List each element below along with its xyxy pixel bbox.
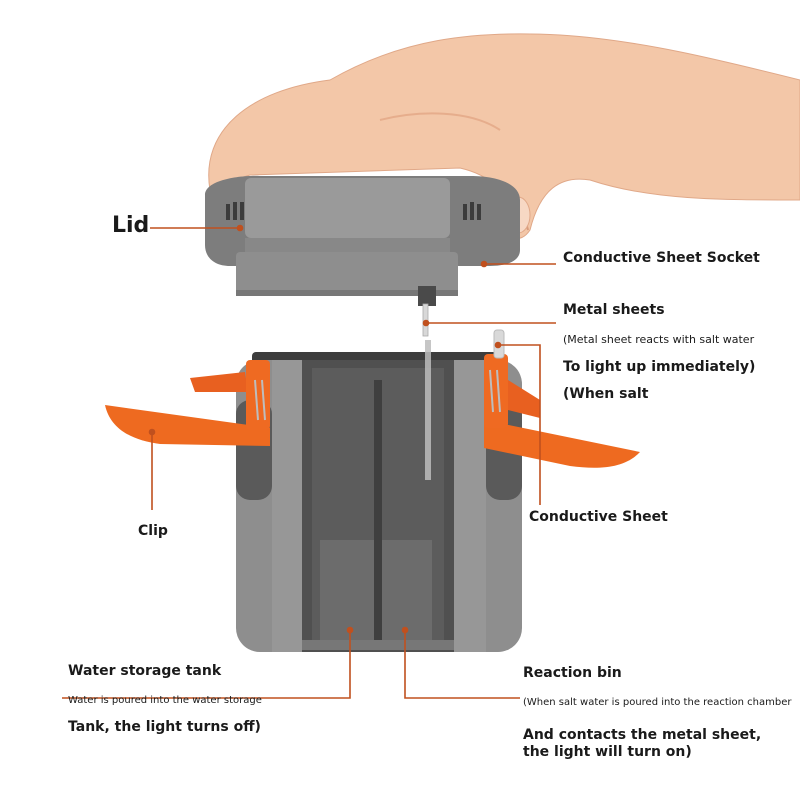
label-reaction-bin: Reaction bin: [523, 665, 622, 681]
leader-line-conductive-sheet: [498, 344, 541, 505]
leader-line-reaction-bin: [404, 630, 520, 699]
label-metal-sheets-line2: To light up immediately): [563, 359, 756, 375]
label-reaction-bin-line3: the light will turn on): [523, 744, 692, 760]
lid-illustration: [205, 175, 520, 337]
clip-right-illustration: [484, 329, 640, 468]
label-water-storage-tank-note: Water is poured into the water storage: [68, 695, 262, 706]
leader-line-water-tank: [62, 630, 351, 699]
label-metal-sheets: Metal sheets: [563, 302, 665, 318]
leader-lines: [62, 224, 556, 699]
label-reaction-bin-note: (When salt water is poured into the reac…: [523, 697, 792, 708]
label-metal-sheets-line3: (When salt: [563, 386, 649, 402]
clip-left-illustration: [105, 360, 270, 446]
label-conductive-sheet-socket: Conductive Sheet Socket: [563, 250, 760, 266]
label-conductive-sheet: Conductive Sheet: [529, 509, 668, 525]
base-body-illustration: [236, 340, 522, 652]
label-clip: Clip: [138, 523, 168, 539]
label-reaction-bin-line2: And contacts the metal sheet,: [523, 727, 762, 743]
label-water-storage-tank-line2: Tank, the light turns off): [68, 719, 261, 735]
label-lid: Lid: [112, 213, 150, 238]
label-metal-sheets-note: (Metal sheet reacts with salt water: [563, 333, 755, 346]
label-water-storage-tank: Water storage tank: [68, 663, 222, 679]
